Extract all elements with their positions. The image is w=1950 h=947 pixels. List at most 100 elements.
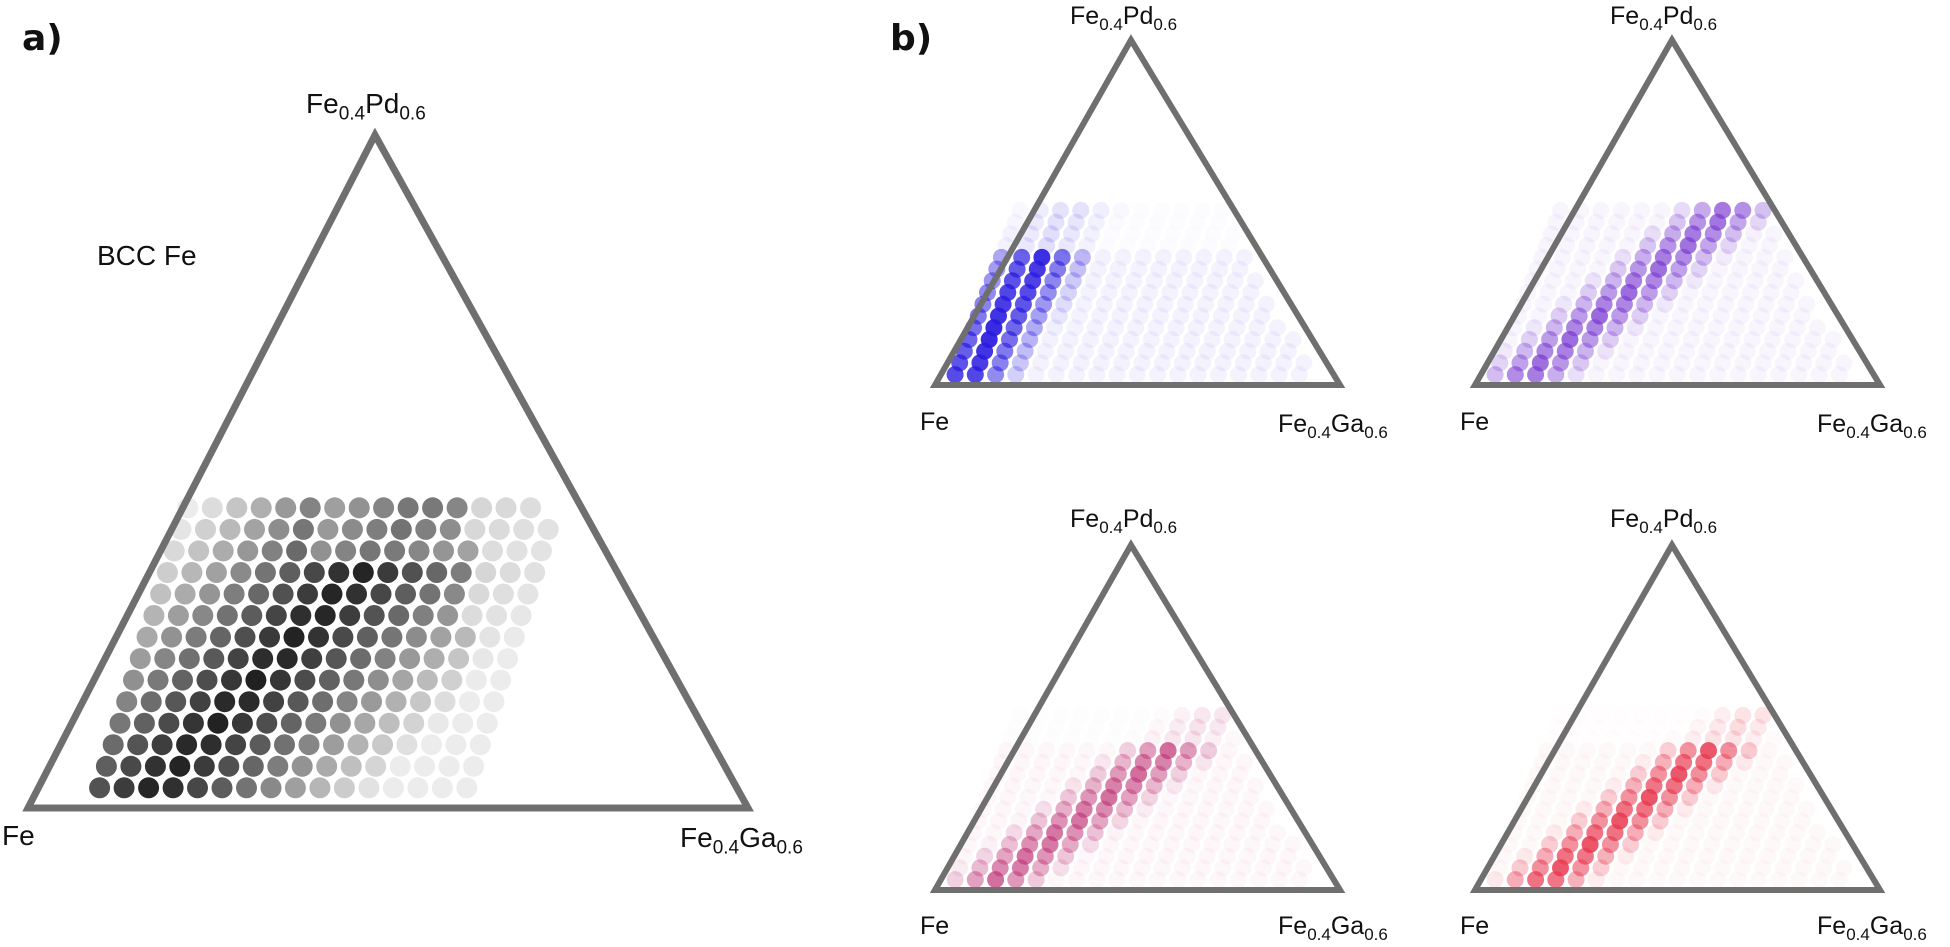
data-point	[1197, 800, 1215, 818]
data-point	[1230, 871, 1248, 889]
data-point	[1119, 742, 1137, 760]
data-point	[1809, 319, 1826, 337]
data-point	[1138, 847, 1156, 865]
data-point	[299, 497, 321, 519]
data-point	[1080, 789, 1098, 806]
data-point	[1178, 342, 1196, 360]
data-point	[517, 583, 539, 605]
data-point	[1246, 777, 1264, 795]
data-point	[1195, 248, 1213, 266]
data-point	[1835, 354, 1853, 372]
data-point	[1016, 342, 1034, 360]
data-point	[227, 648, 249, 670]
data-point	[996, 847, 1014, 865]
data-point	[1068, 871, 1086, 889]
data-point	[1268, 824, 1286, 842]
data-point	[450, 562, 472, 583]
data-point	[1765, 730, 1782, 747]
data-point	[1102, 331, 1120, 348]
data-point	[407, 777, 429, 799]
data-point	[1628, 213, 1646, 231]
data-point	[1647, 824, 1664, 842]
data-point	[1573, 248, 1591, 266]
data-point	[1022, 225, 1040, 243]
data-point	[1555, 295, 1573, 313]
data-point	[245, 669, 267, 691]
data-point	[1242, 284, 1260, 301]
data-point	[211, 777, 233, 799]
data-point	[236, 777, 257, 799]
data-point	[414, 755, 436, 777]
data-point	[1681, 789, 1699, 806]
data-point	[1212, 307, 1230, 325]
data-point	[1740, 237, 1758, 255]
data-point	[1600, 789, 1618, 806]
data-point	[439, 518, 461, 540]
data-point	[1141, 284, 1158, 301]
data-point	[1753, 307, 1770, 325]
data-point	[317, 518, 339, 540]
data-point	[1605, 272, 1622, 290]
data-point	[272, 583, 294, 605]
data-point	[1052, 707, 1069, 724]
data-point	[1825, 836, 1842, 853]
data-point	[1566, 824, 1583, 842]
data-point	[1125, 272, 1143, 290]
data-point	[361, 691, 382, 713]
data-point	[1692, 307, 1710, 325]
data-point	[203, 648, 225, 670]
data-point	[1206, 777, 1224, 795]
data-point	[1673, 354, 1691, 372]
data-point	[1548, 260, 1566, 278]
data-point	[1694, 707, 1711, 724]
data-point	[1195, 753, 1213, 771]
data-point	[1225, 225, 1242, 242]
data-point	[1605, 777, 1622, 795]
data-point	[1049, 765, 1067, 783]
data-point	[1228, 824, 1246, 842]
data-point	[1170, 260, 1188, 278]
data-point	[1170, 765, 1188, 783]
data-point	[127, 734, 149, 756]
data-point	[1113, 707, 1130, 724]
data-point	[1173, 354, 1191, 372]
data-point	[1679, 742, 1697, 760]
data-point	[1175, 248, 1193, 266]
data-point	[1516, 342, 1534, 360]
data-point	[1600, 284, 1618, 301]
data-point	[537, 518, 559, 540]
data-point	[1149, 366, 1167, 384]
data-point	[1108, 366, 1126, 384]
data-point	[1749, 718, 1767, 736]
data-point	[1134, 248, 1152, 266]
data-point	[1147, 824, 1165, 842]
data-point	[242, 755, 264, 777]
data-point	[1597, 342, 1615, 360]
data-point	[1047, 366, 1065, 384]
data-point	[513, 518, 535, 540]
data-point	[1073, 753, 1091, 771]
data-point	[231, 712, 253, 734]
data-point	[1111, 307, 1129, 325]
data-point	[1793, 307, 1811, 325]
panel-b-bottom-left-points	[946, 706, 1313, 889]
data-point	[1525, 319, 1543, 337]
data-point	[457, 540, 479, 562]
data-point	[1629, 765, 1647, 783]
data-point	[980, 836, 998, 853]
data-point	[1714, 201, 1731, 219]
data-point	[1183, 836, 1201, 853]
data-point	[244, 518, 265, 540]
data-point	[1570, 812, 1588, 830]
data-point	[1749, 213, 1767, 231]
data-point	[1223, 331, 1241, 348]
data-point	[323, 734, 344, 756]
data-point	[1078, 237, 1096, 255]
data-point	[1798, 295, 1816, 313]
data-point	[1819, 342, 1837, 360]
data-point	[1194, 859, 1212, 877]
data-point	[1141, 789, 1158, 806]
data-point	[1058, 237, 1076, 255]
data-point	[419, 583, 441, 605]
data-point	[1215, 248, 1233, 266]
